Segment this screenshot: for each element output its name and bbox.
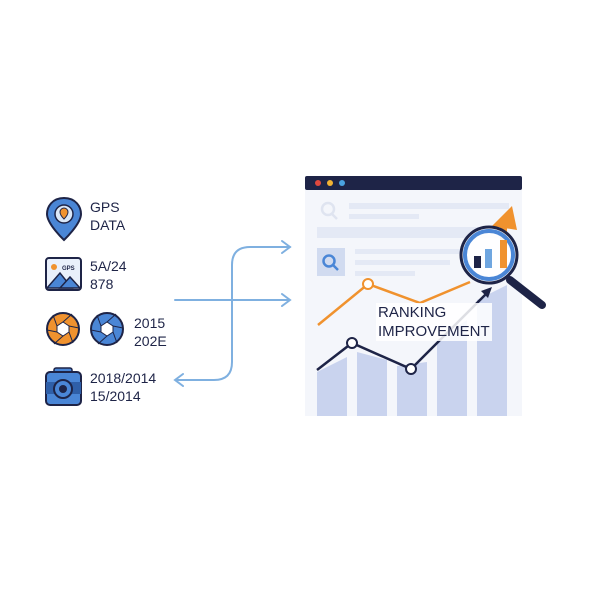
text-line: 15/2014 (90, 388, 141, 404)
image-icon: GPS (45, 257, 82, 291)
aperture-icon-blue (90, 312, 124, 346)
svg-text:GPS: GPS (62, 266, 75, 272)
bar-4 (437, 320, 467, 416)
navy-point-1 (346, 337, 358, 349)
ranking-improvement-label: RANKING IMPROVEMENT (376, 303, 492, 341)
text-line: GPS (90, 199, 120, 215)
search-icon (322, 254, 339, 271)
bar-2 (357, 352, 387, 416)
minimize-dot (327, 180, 333, 186)
map-pin-icon (45, 196, 83, 242)
bar-3 (397, 362, 427, 416)
navy-arrowhead (481, 287, 492, 298)
search-icon-faint (320, 201, 338, 220)
text-line: 878 (90, 276, 114, 292)
title-bar (305, 176, 522, 190)
text-line: 2015 (134, 315, 166, 331)
text-line: 5A/24 (90, 258, 127, 274)
text-line: DATA (90, 217, 126, 233)
orange-trend-line (317, 280, 471, 326)
bar-1 (317, 357, 347, 416)
text-line: IMPROVEMENT (378, 323, 490, 340)
arrow-curve (173, 246, 291, 387)
camera-label: 2018/2014 15/2014 (90, 369, 156, 405)
browser-window (305, 176, 522, 416)
image-label: 5A/24 878 (90, 257, 127, 293)
text-line: 202E (134, 333, 167, 349)
aperture-label: 2015 202E (134, 314, 167, 350)
close-dot (315, 180, 321, 186)
orange-point (362, 278, 374, 290)
connector-arrows (173, 240, 292, 387)
text-line: RANKING (378, 304, 447, 321)
navy-point-2 (405, 363, 417, 375)
text-line: 2018/2014 (90, 370, 157, 386)
maximize-dot (339, 180, 345, 186)
aperture-icon-orange (46, 312, 80, 346)
gps-label: GPS DATA (90, 198, 125, 234)
camera-icon (45, 367, 82, 406)
magnifier-icon (459, 225, 546, 309)
